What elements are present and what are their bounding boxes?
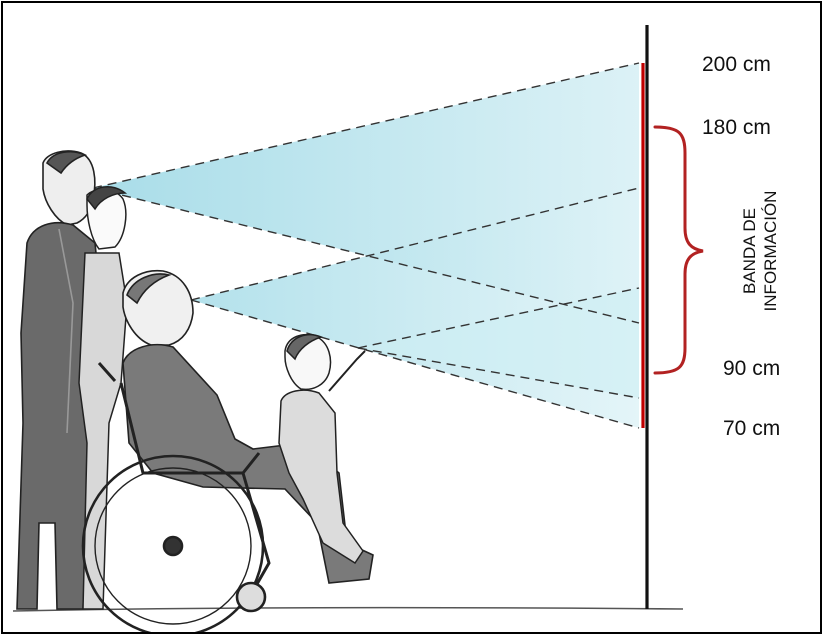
height-label-90cm: 90 cm xyxy=(723,357,780,381)
floor-line xyxy=(13,608,683,611)
height-label-200cm: 200 cm xyxy=(702,53,771,77)
child-figure xyxy=(279,335,365,563)
information-band-brace xyxy=(655,127,703,373)
band-label-line2: INFORMACIÓN xyxy=(760,191,781,312)
visibility-diagram xyxy=(3,3,820,632)
height-label-180cm: 180 cm xyxy=(702,116,771,140)
band-label-line1: BANDA DE xyxy=(739,191,760,312)
height-label-70cm: 70 cm xyxy=(723,417,780,441)
